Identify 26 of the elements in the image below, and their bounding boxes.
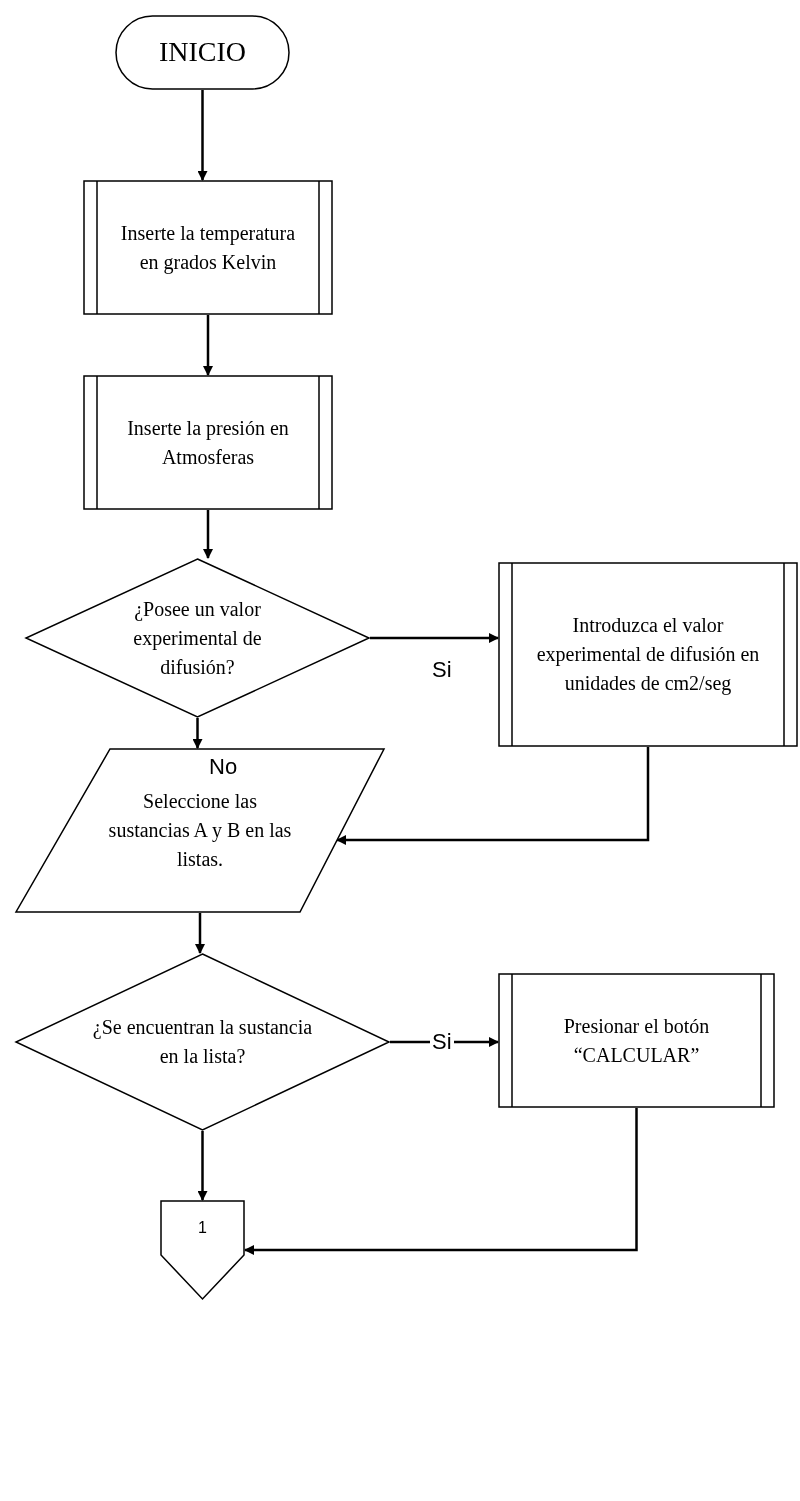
arrow: [195, 913, 205, 954]
predefined-process-box: [83, 375, 333, 510]
node-text: Introduzca el valor experimental de difusión en unidades de cm2/seg: [535, 613, 761, 697]
node-text: ¿Posee un valor experimental de difusión?: [132, 596, 263, 680]
node-text: ¿Se encuentran la sustancia en la lista?: [91, 1015, 314, 1069]
arrow: [197, 1131, 208, 1201]
arrow: [203, 315, 213, 376]
arrow: [203, 510, 213, 559]
decision-diamond: [15, 953, 390, 1131]
node-text: Inserte la presión en Atmosferas: [126, 415, 290, 470]
arrow: [244, 1108, 638, 1255]
node-text: Presionar el botón “CALCULAR”: [562, 1013, 711, 1068]
node-text: Inserte la temperatura en grados Kelvin: [119, 220, 297, 276]
node-text: INICIO: [158, 35, 247, 70]
arrow: [197, 90, 208, 181]
decision-diamond: [25, 558, 370, 718]
arrow: [336, 747, 650, 845]
connector-number: 1: [198, 1217, 207, 1238]
off-page-connector: [160, 1200, 245, 1300]
arrow: [370, 633, 499, 643]
predefined-process-box: [498, 973, 775, 1108]
predefined-process-box: [83, 180, 333, 315]
input-parallelogram: [15, 748, 385, 913]
predefined-process-box: [498, 562, 798, 747]
node-text: Seleccione las sustancias A y B en las listas.: [107, 789, 293, 872]
arrow: [192, 718, 203, 749]
